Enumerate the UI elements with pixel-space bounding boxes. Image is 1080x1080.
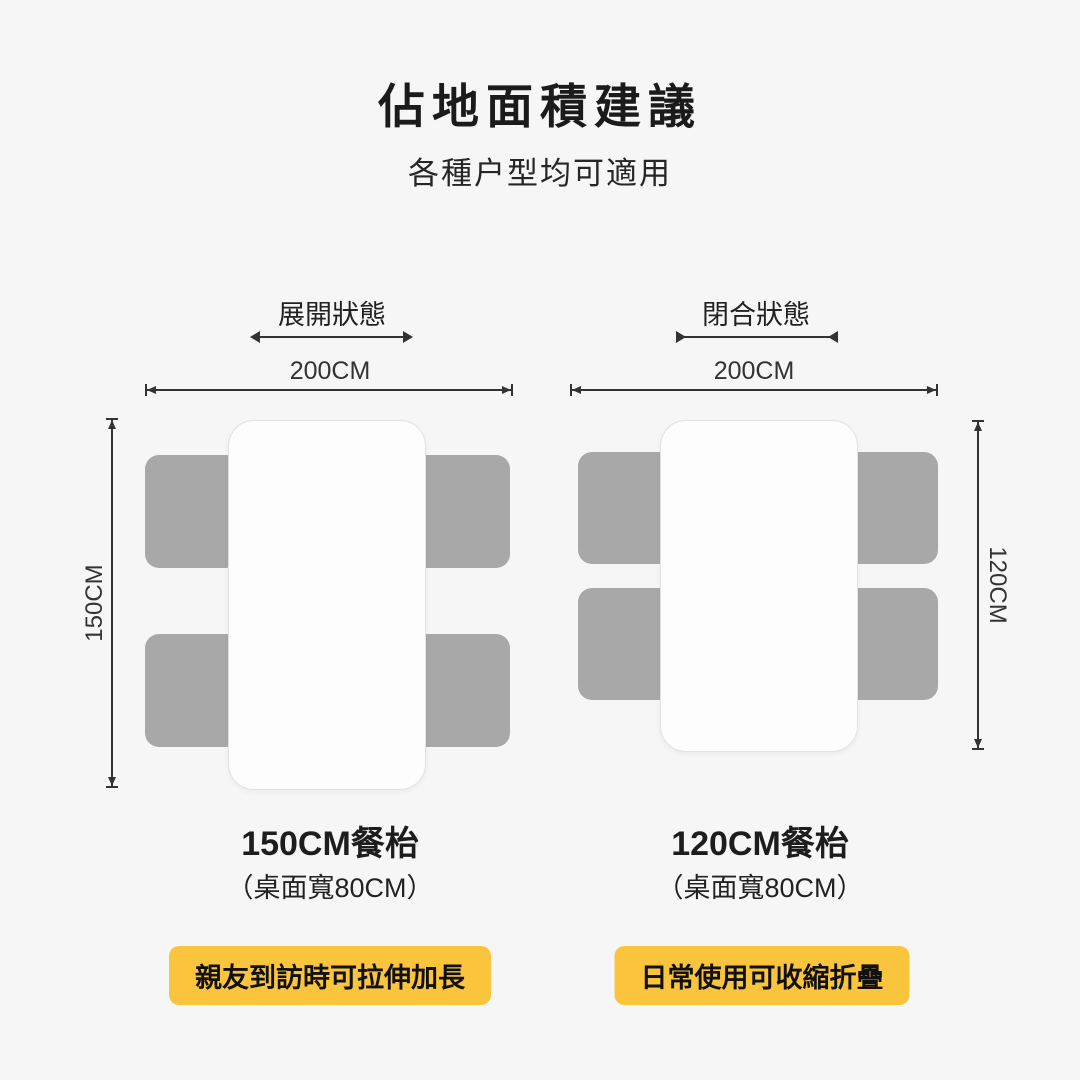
expanded-height-dimension-line: [105, 418, 119, 788]
expanded-width-label: 200CM: [289, 357, 371, 385]
collapsed-width-label: 200CM: [713, 357, 795, 385]
chair: [412, 634, 510, 747]
page-title: 佔地面積建議: [378, 80, 702, 133]
chair: [145, 455, 240, 568]
collapsed-surface-note: （桌面寬80CM）: [656, 873, 864, 903]
expanded-feature-badge: 親友到訪時可拉伸加長: [169, 946, 491, 1005]
tabletop-collapsed: [660, 420, 858, 752]
collapsed-feature-badge: 日常使用可收縮折疊: [614, 946, 910, 1005]
page-subtitle: 各種户型均可適用: [408, 156, 672, 191]
chair: [578, 452, 673, 564]
tabletop-expanded: [228, 420, 426, 790]
expanded-state-label: 展開狀態: [278, 300, 386, 330]
collapse-arrows-icon: [676, 330, 838, 344]
chair: [843, 588, 938, 700]
collapsed-state-label: 閉合狀態: [702, 300, 810, 330]
collapsed-height-dimension-line: [971, 420, 985, 750]
expanded-surface-note: （桌面寬80CM）: [226, 873, 434, 903]
collapsed-height-label: 120CM: [984, 546, 1011, 624]
expand-arrows-icon: [250, 330, 413, 344]
collapsed-product-name: 120CM餐枱: [671, 825, 849, 863]
collapsed-width-dimension-line: [570, 383, 938, 397]
chair: [843, 452, 938, 564]
chair: [412, 455, 510, 568]
expanded-product-name: 150CM餐枱: [241, 825, 419, 863]
expanded-width-dimension-line: [145, 383, 513, 397]
chair: [578, 588, 673, 700]
expanded-height-label: 150CM: [81, 564, 108, 642]
chair: [145, 634, 240, 747]
